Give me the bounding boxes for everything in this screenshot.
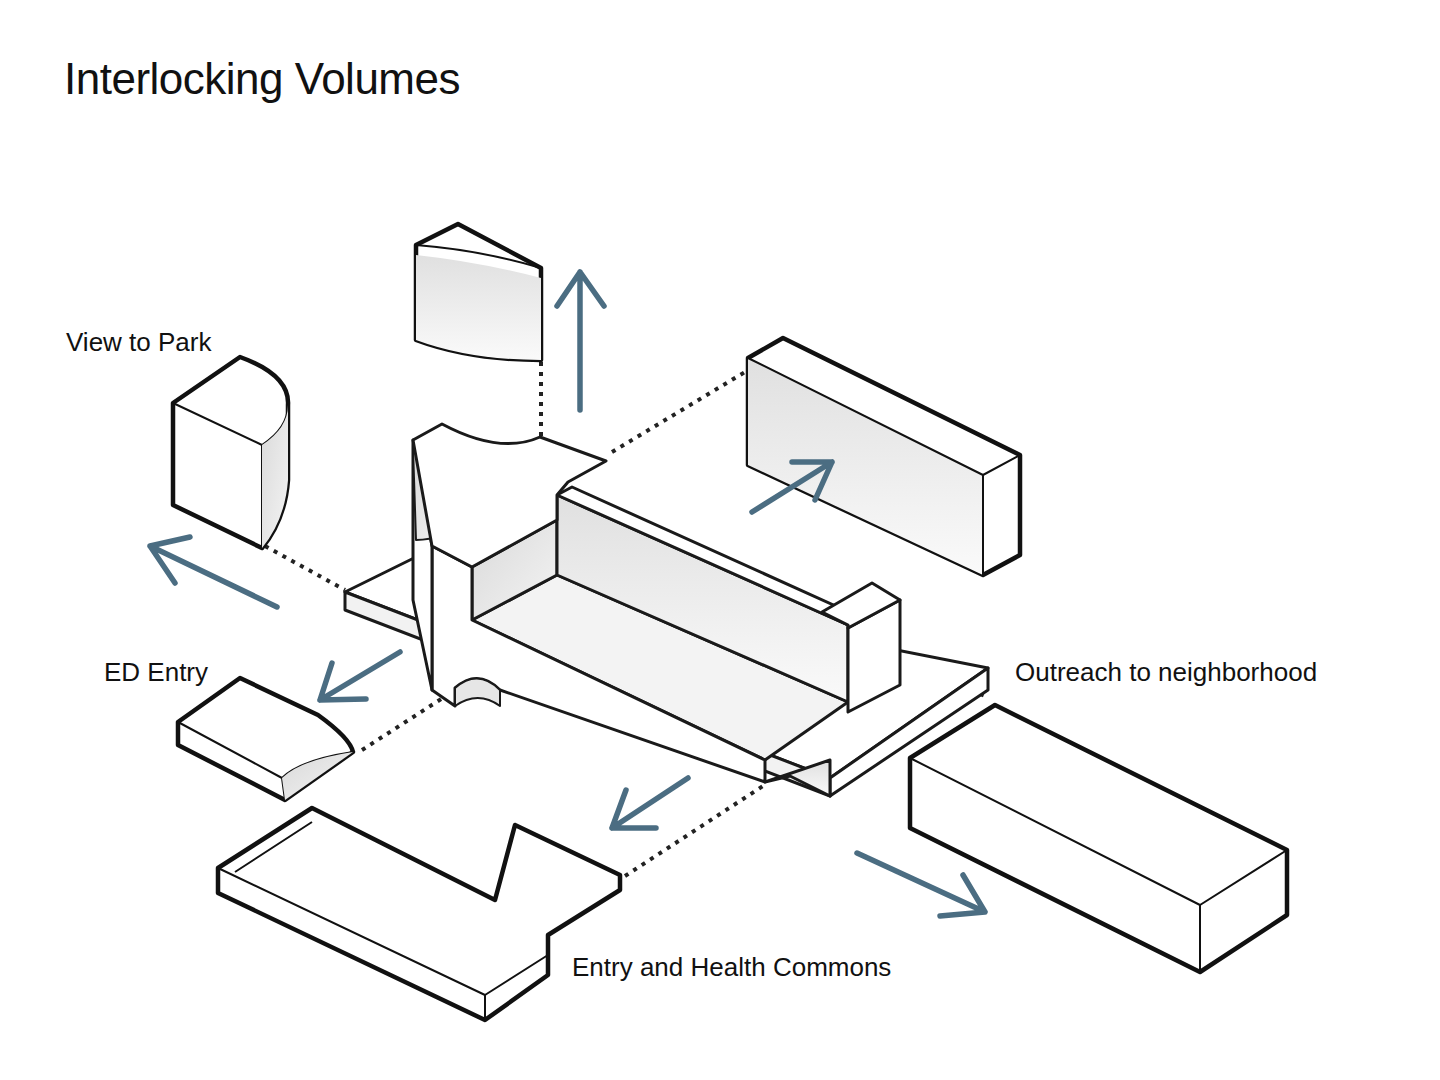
slab-recess <box>765 760 830 796</box>
back-wall-top <box>557 487 860 625</box>
curved-face <box>262 405 288 548</box>
direction-arrow <box>612 778 688 828</box>
neighborhood-block <box>910 705 1287 972</box>
edge-line <box>748 358 1020 575</box>
edge-line <box>173 403 288 548</box>
head-top <box>413 424 606 567</box>
direction-arrow <box>857 853 985 916</box>
dotted-guide <box>265 546 345 590</box>
edge-line <box>910 758 1287 972</box>
head-arch <box>455 678 500 706</box>
direction-arrow <box>752 462 832 512</box>
edge-line <box>218 822 548 1020</box>
edge-line <box>178 722 353 800</box>
curved-face <box>282 752 353 800</box>
east-block <box>748 338 1020 575</box>
park-volume-top <box>416 224 541 360</box>
direction-arrow <box>557 272 604 410</box>
dotted-guide <box>539 362 543 440</box>
park-volume <box>173 357 288 548</box>
dotted-guide <box>625 786 763 876</box>
annotation-label: View to Park <box>66 328 326 358</box>
direction-arrow <box>320 652 400 700</box>
dotted-guide <box>612 372 745 452</box>
diagram-title: Interlocking Volumes <box>64 54 764 105</box>
annotation-label: Outreach to neighborhood <box>1015 658 1415 688</box>
direction-arrow <box>150 537 277 607</box>
block-face <box>748 358 983 575</box>
bar-front <box>432 546 765 782</box>
commons-volume <box>218 808 620 1020</box>
curved-face <box>416 255 541 360</box>
dotted-guide <box>362 692 452 750</box>
annotation-label: ED Entry <box>104 658 304 688</box>
end-block-top <box>822 583 900 628</box>
annotation-label: Entry and Health Commons <box>572 953 992 983</box>
